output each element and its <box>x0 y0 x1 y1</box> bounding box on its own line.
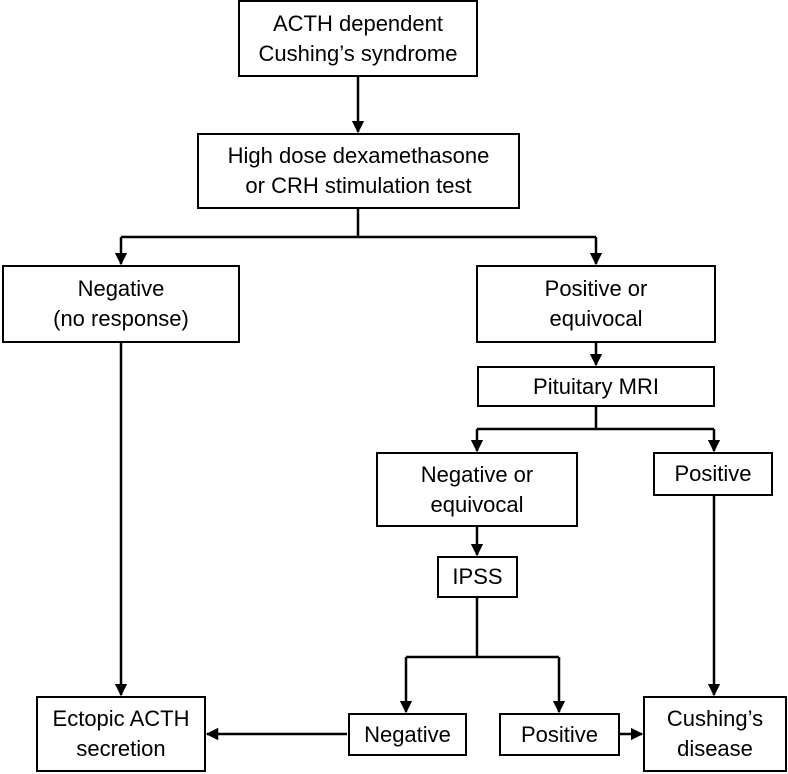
positive-equivocal-box: Positive or equivocal <box>476 265 716 343</box>
cushings-disease-line1: Cushing’s <box>666 706 764 731</box>
ipss-box: IPSS <box>437 556 518 598</box>
mri-positive-box: Positive <box>653 452 773 496</box>
cushings-disease-box: Cushing’s disease <box>643 696 787 772</box>
ectopic-acth-line1: Ectopic ACTH <box>52 706 190 731</box>
suppression-test-line2: or CRH stimulation test <box>245 173 472 198</box>
pituitary-mri-label: Pituitary MRI <box>533 373 659 399</box>
negative-response-line1: Negative <box>77 276 165 301</box>
negative-response-box: Negative (no response) <box>2 265 240 343</box>
edge-mri-split <box>477 406 714 431</box>
ipss-positive-box: Positive <box>499 713 620 756</box>
edge-test-split <box>121 208 596 239</box>
ectopic-acth-box: Ectopic ACTH secretion <box>36 696 206 772</box>
cushings-disease-line2: disease <box>677 736 753 761</box>
ipss-negative-label: Negative <box>364 721 451 747</box>
mri-positive-label: Positive <box>674 461 752 486</box>
suppression-test-line1: High dose dexamethasone <box>227 143 490 168</box>
mri-negative-equivocal-line1: Negative or <box>420 461 534 487</box>
negative-response-line2: (no response) <box>53 306 189 331</box>
ectopic-acth-line2: secretion <box>76 736 166 761</box>
pituitary-mri-box: Pituitary MRI <box>477 366 715 407</box>
acth-dependent-line2: Cushing’s syndrome <box>258 40 458 66</box>
ipss-negative-box: Negative <box>348 713 467 756</box>
positive-equivocal-line2: equivocal <box>549 306 643 331</box>
acth-dependent-box: ACTH dependent Cushing’s syndrome <box>238 0 478 77</box>
ipss-positive-label: Positive <box>520 721 599 747</box>
ipss-label: IPSS <box>452 564 503 589</box>
mri-negative-equivocal-line2: equivocal <box>430 491 524 517</box>
edge-ipss-split <box>406 597 559 659</box>
positive-equivocal-line1: Positive or <box>544 276 648 301</box>
mri-negative-equivocal-box: Negative or equivocal <box>376 452 578 527</box>
suppression-test-box: High dose dexamethasone or CRH stimulati… <box>197 133 520 209</box>
acth-dependent-line1: ACTH dependent <box>272 10 443 36</box>
